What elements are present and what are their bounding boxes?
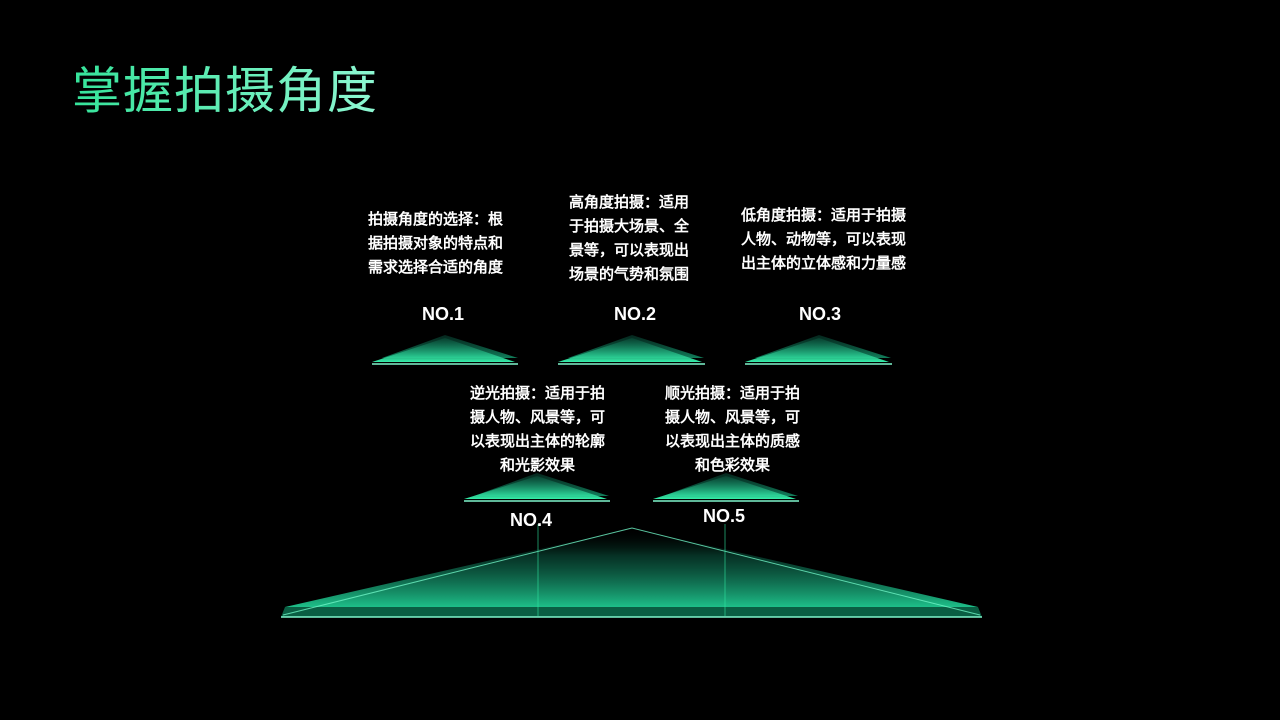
description-line: 高角度拍摄：适用 [569,193,690,211]
item-2-description: 高角度拍摄：适用 于拍摄大场景、全 景等，可以表现出 场景的气势和氛围 [569,190,689,286]
description-line: 摄人物、风景等，可 [664,408,800,426]
description-line: 于拍摄大场景、全 [569,217,690,235]
description-line: 和光影效果 [499,456,575,474]
pyramid-front-face [464,476,607,499]
item-4-label: NO.4 [509,510,552,530]
description-line: 需求选择合适的角度 [368,258,504,276]
page-title: 掌握拍摄角度 [72,58,378,124]
description-line: 以表现出主体的质感 [664,432,800,450]
item-1-label: NO.1 [421,304,464,324]
item-3-description: 低角度拍摄：适用于拍摄 人物、动物等，可以表现 出主体的立体感和力量感 [741,203,906,275]
pyramid-front-face [745,338,889,362]
pyramid-3 [745,335,892,365]
description-line: 出主体的立体感和力量感 [741,254,907,272]
pyramid-front-face [372,338,515,362]
description-line: 场景的气势和氛围 [569,265,690,283]
base-prism-right-edge [631,527,981,616]
description-line: 人物、动物等，可以表现 [741,230,907,248]
item-5-label: NO.5 [702,506,745,526]
guide-lines [442,388,822,640]
base-prism-left-edge [282,527,633,616]
item-1-description: 拍摄角度的选择：根 据拍摄对象的特点和 需求选择合适的角度 [368,207,503,279]
description-line: 拍摄角度的选择：根 [368,210,504,228]
pyramid-front-face [653,476,796,499]
description-line: 摄人物、风景等，可 [469,408,605,426]
pyramid-5 [653,473,799,502]
item-3-label: NO.3 [798,304,841,324]
description-line: 景等，可以表现出 [569,241,690,259]
item-4-description: 逆光拍摄：适用于拍 摄人物、风景等，可 以表现出主体的轮廓 和光影效果 [460,381,615,477]
description-line: 低角度拍摄：适用于拍摄 [741,206,907,224]
pyramid-1 [372,335,518,365]
description-line: 和色彩效果 [694,456,770,474]
pyramid-2 [558,335,705,365]
description-line: 以表现出主体的轮廓 [469,432,605,450]
item-5-description: 顺光拍摄：适用于拍 摄人物、风景等，可 以表现出主体的质感 和色彩效果 [655,381,810,477]
description-line: 逆光拍摄：适用于拍 [469,384,605,402]
description-line: 据拍摄对象的特点和 [368,234,504,252]
pyramid-4 [464,473,610,502]
item-2-label: NO.2 [613,304,656,324]
pyramid-front-face [558,338,702,362]
description-line: 顺光拍摄：适用于拍 [664,384,800,402]
